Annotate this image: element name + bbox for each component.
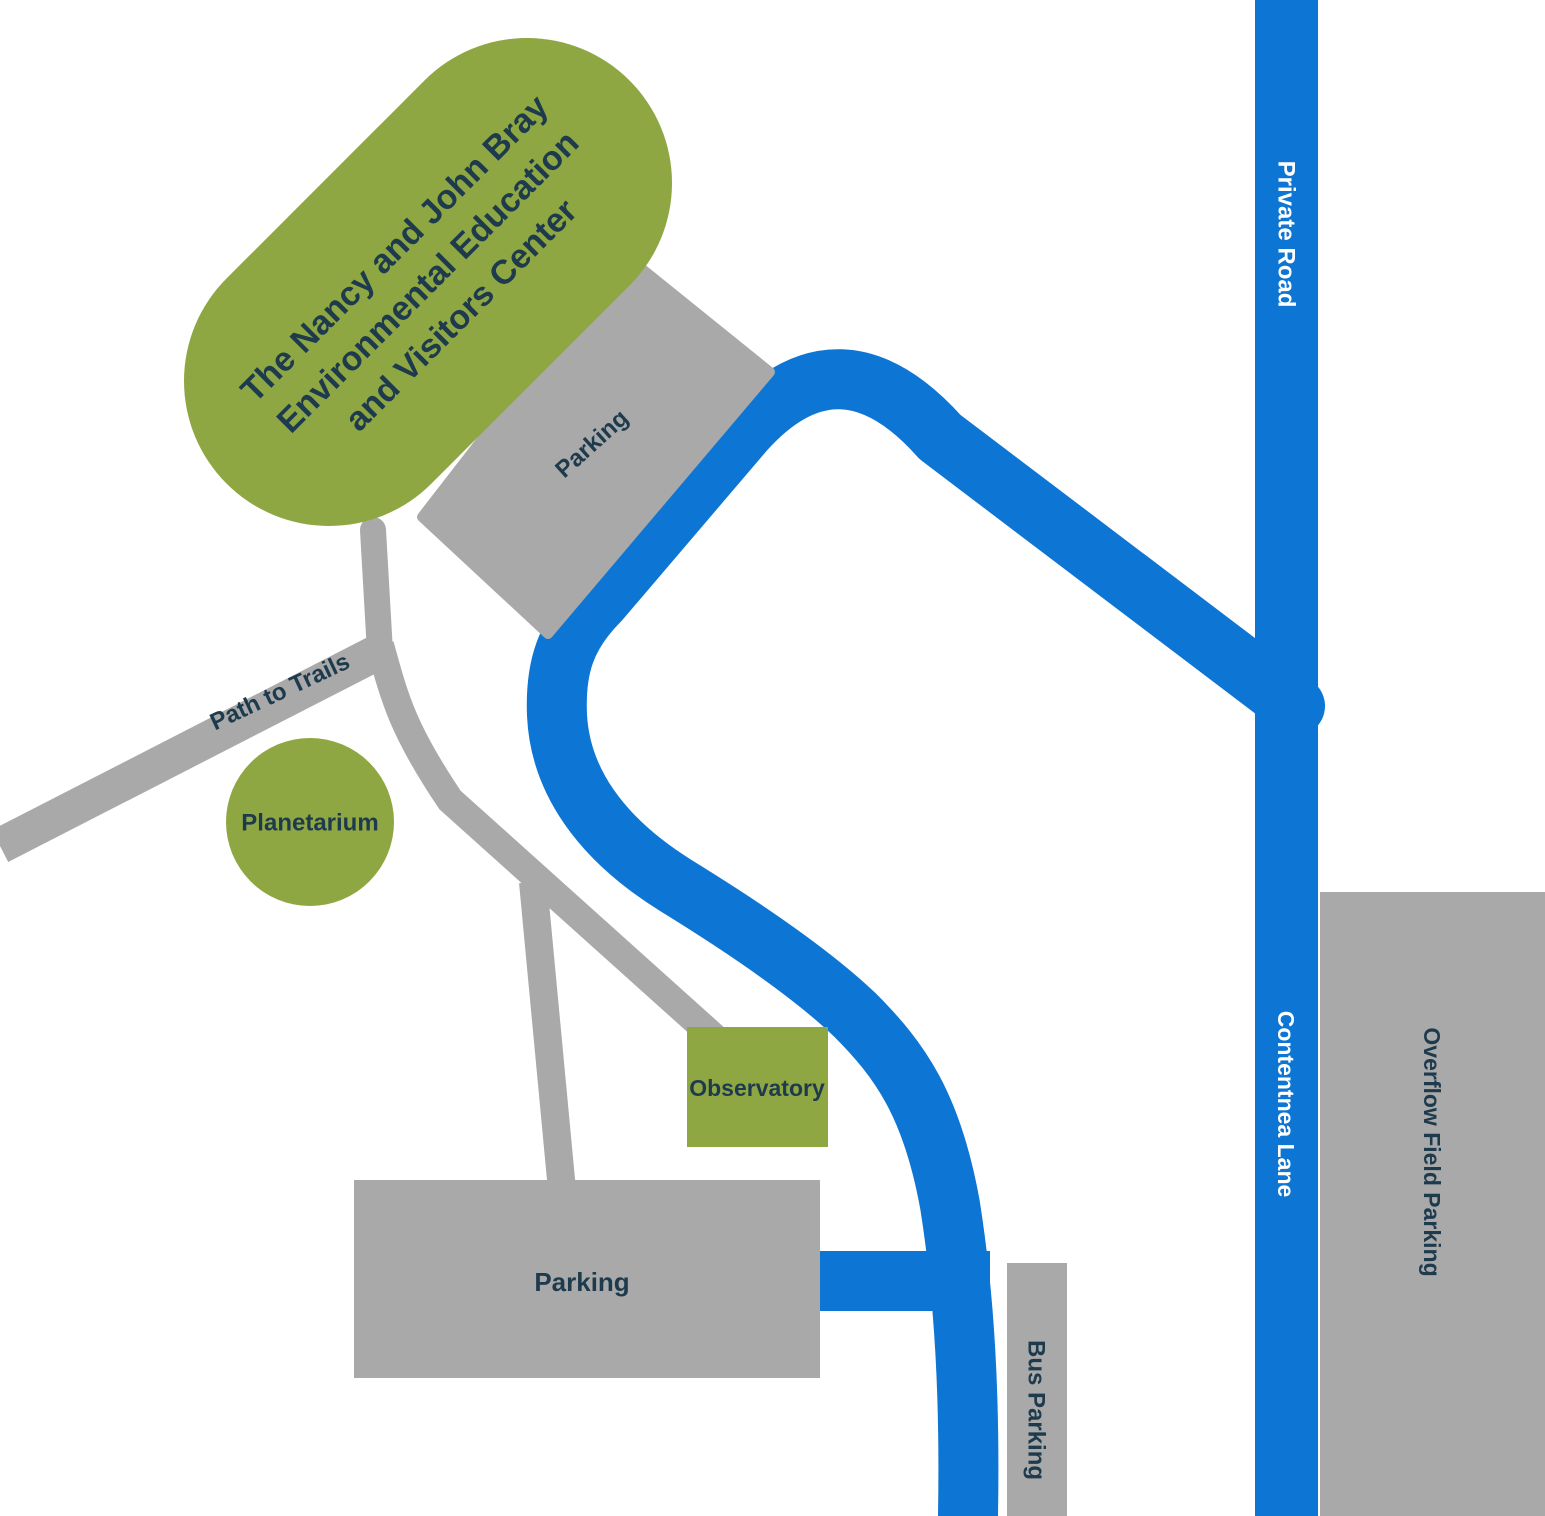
private-road-label: Private Road <box>1273 161 1300 308</box>
path-to-trails-shape <box>0 633 391 863</box>
bus-parking-area <box>1007 1263 1067 1516</box>
overflow-field-parking-label: Overflow Field Parking <box>1419 1027 1445 1276</box>
main-loop-road-shape <box>526 349 1325 1516</box>
lower-parking-label: Parking <box>534 1267 629 1297</box>
center-path-connector-shape <box>360 517 393 665</box>
upper-parking-area <box>417 250 775 639</box>
contentnea-lane-label: Contentnea Lane <box>1273 1011 1299 1198</box>
planetarium-label: Planetarium <box>241 810 378 837</box>
observatory-label: Observatory <box>689 1075 825 1101</box>
parking-areas-layer <box>354 250 1545 1516</box>
parking-access-road-shape <box>818 1251 990 1311</box>
overflow-field-parking-area <box>1320 892 1545 1516</box>
paths-layer <box>0 517 725 1192</box>
bus-parking-label: Bus Parking <box>1023 1340 1050 1480</box>
lower-parking-path-shape <box>519 880 576 1192</box>
vertical-road-shape <box>1255 0 1318 1516</box>
observatory-path-shape <box>366 641 725 1049</box>
roads-layer <box>526 0 1325 1516</box>
buildings-layer <box>184 38 828 1147</box>
planetarium-building <box>226 738 394 906</box>
visitors-center-building <box>184 38 672 526</box>
observatory-building <box>687 1027 828 1147</box>
lower-parking-area <box>354 1180 820 1378</box>
